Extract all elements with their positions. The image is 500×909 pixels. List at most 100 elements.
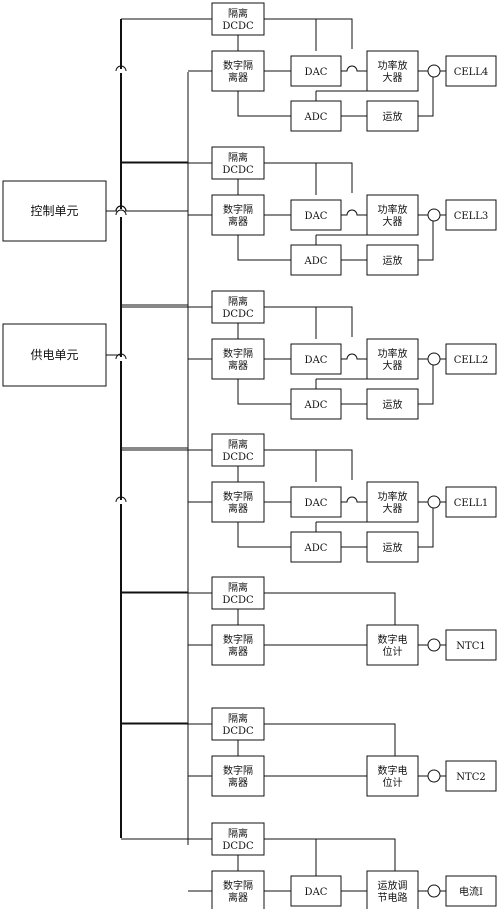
power-amplifier-block-label-2: 大器	[383, 71, 403, 84]
wire	[341, 209, 367, 216]
dac-block: DAC	[290, 55, 342, 87]
isolated-dcdc-block-label-2: DCDC	[222, 595, 254, 606]
op-amp-block: 运放	[366, 388, 419, 420]
digital-isolator-block-label-1: 数字隔	[223, 203, 253, 216]
isolated-dcdc-block-label-1: 隔离	[228, 827, 248, 840]
dac-block-label: DAC	[305, 211, 328, 222]
adc-block: ADC	[290, 388, 342, 420]
wire	[237, 91, 291, 117]
dac-block: DAC	[290, 343, 342, 375]
digital-isolator-block-label-1: 数字隔	[223, 347, 253, 360]
output-cell4-label: CELL4	[454, 67, 489, 78]
output-current: 电流I	[445, 875, 497, 907]
wire	[418, 508, 434, 548]
output-cell2: CELL2	[445, 343, 497, 375]
wire	[264, 838, 396, 871]
wire	[418, 77, 434, 117]
adc-block: ADC	[290, 100, 342, 132]
digital-isolator-block-label-2: 离器	[228, 776, 248, 789]
dac-block: DAC	[290, 199, 342, 231]
op-amp-block: 运放	[366, 531, 419, 563]
adc-block-label: ADC	[304, 400, 328, 411]
bus-hop-arc	[115, 496, 127, 503]
digital-isolator-block-label-2: 离器	[228, 645, 248, 658]
op-amp-block-label: 运放	[383, 541, 403, 554]
isolated-dcdc-block-label-1: 隔离	[228, 581, 248, 594]
digital-potentiometer-block-label-1: 数字电	[378, 764, 408, 777]
control-unit-label: 控制单元	[30, 204, 78, 218]
power-amplifier-block-label-2: 大器	[383, 215, 403, 228]
hop-mask	[117, 500, 125, 504]
wire	[264, 449, 353, 480]
digital-isolator-block-label-2: 离器	[228, 71, 248, 84]
output-node-icon	[427, 64, 441, 78]
digital-isolator-block-label-2: 离器	[228, 215, 248, 228]
digital-isolator-block-label-1: 数字隔	[223, 59, 253, 72]
isolated-dcdc-block-label-1: 隔离	[228, 295, 248, 308]
dac-block-label: DAC	[305, 887, 328, 898]
dac-block-label: DAC	[305, 498, 328, 509]
isolated-dcdc-block-label-1: 隔离	[228, 712, 248, 725]
wire	[418, 221, 434, 261]
isolated-dcdc-block-label-2: DCDC	[222, 165, 254, 176]
power-amplifier-block-label-2: 大器	[383, 502, 403, 515]
wire	[341, 496, 367, 503]
isolated-dcdc-block-label-1: 隔离	[228, 438, 248, 451]
digital-isolator-block-label-1: 数字隔	[223, 633, 253, 646]
power-unit-block: 供电单元	[2, 323, 107, 387]
isolated-dcdc-block-label-2: DCDC	[222, 726, 254, 737]
op-amp-regulator-block-label-1: 运放调	[378, 879, 408, 892]
hop-mask	[117, 213, 125, 217]
output-node-icon	[427, 884, 441, 898]
output-node-icon	[427, 638, 441, 652]
digital-potentiometer-block-label-2: 位计	[383, 645, 403, 658]
output-node-icon	[427, 208, 441, 222]
output-node-icon	[427, 495, 441, 509]
output-ntc1: NTC1	[445, 629, 497, 661]
isolated-dcdc-block-label-2: DCDC	[222, 309, 254, 320]
output-cell3: CELL3	[445, 199, 497, 231]
digital-potentiometer-block-label-1: 数字电	[378, 633, 408, 646]
output-cell2-label: CELL2	[454, 355, 489, 366]
op-amp-regulator-block-label-2: 节电路	[378, 891, 408, 904]
isolated-dcdc-block-label-1: 隔离	[228, 7, 248, 20]
output-cell4: CELL4	[445, 55, 497, 87]
control-hop-arc	[115, 205, 127, 212]
isolated-dcdc-block-label-2: DCDC	[222, 841, 254, 852]
wire	[341, 65, 367, 72]
adc-block-label: ADC	[304, 112, 328, 123]
op-amp-block-label: 运放	[383, 254, 403, 267]
power-amplifier-block-label-2: 大器	[383, 359, 403, 372]
control-unit-block: 控制单元	[2, 180, 107, 242]
wire	[418, 365, 434, 405]
wire	[341, 353, 367, 360]
wire	[237, 235, 291, 261]
output-current-label: 电流I	[459, 885, 483, 898]
adc-block: ADC	[290, 244, 342, 276]
power-unit-label: 供电单元	[30, 348, 78, 362]
output-cell1: CELL1	[445, 486, 497, 518]
op-amp-block-label: 运放	[383, 110, 403, 123]
digital-isolator-block-label-1: 数字隔	[223, 490, 253, 503]
output-cell3-label: CELL3	[454, 211, 489, 222]
